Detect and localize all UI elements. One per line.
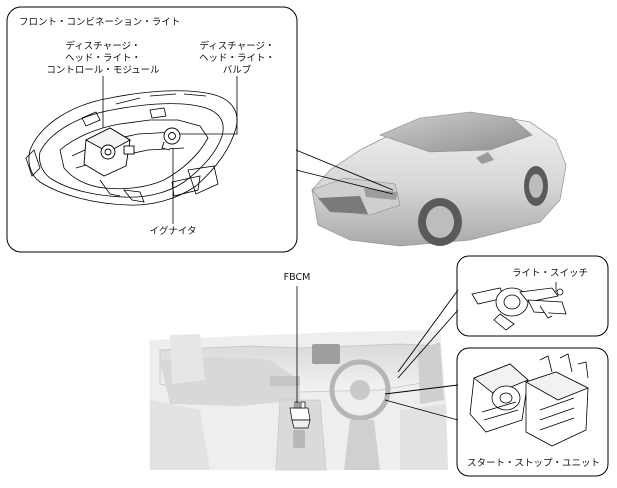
- headlamp-leaders: [102, 76, 238, 224]
- control-module-drawing: [83, 127, 135, 177]
- car-interior: [150, 330, 448, 471]
- light-switch-label: ライト・スイッチ: [512, 268, 589, 279]
- bulb-label-line1: ディスチャージ・: [199, 41, 275, 52]
- headlamp-title: フロント・コンビネーション・ライト: [19, 17, 181, 28]
- start-stop-unit-label: スタート・ストップ・ユニット: [467, 458, 601, 469]
- bulb-label-line3: バルブ: [222, 65, 252, 76]
- control-module-label-line1: ディスチャージ・: [65, 41, 141, 52]
- bulb-drawing: [161, 127, 181, 151]
- control-module-label-line3: コントロール・モジュール: [46, 65, 160, 76]
- bulb-label-line2: ヘッド・ライト・: [198, 53, 276, 64]
- igniter-label: イグナイタ: [149, 226, 197, 237]
- car-exterior: [311, 111, 567, 247]
- control-module-label-line2: ヘッド・ライト・: [64, 53, 142, 64]
- fbcm-label: FBCM: [283, 272, 311, 283]
- start-stop-unit-drawing: [469, 353, 589, 447]
- light-switch-drawing: [471, 287, 567, 331]
